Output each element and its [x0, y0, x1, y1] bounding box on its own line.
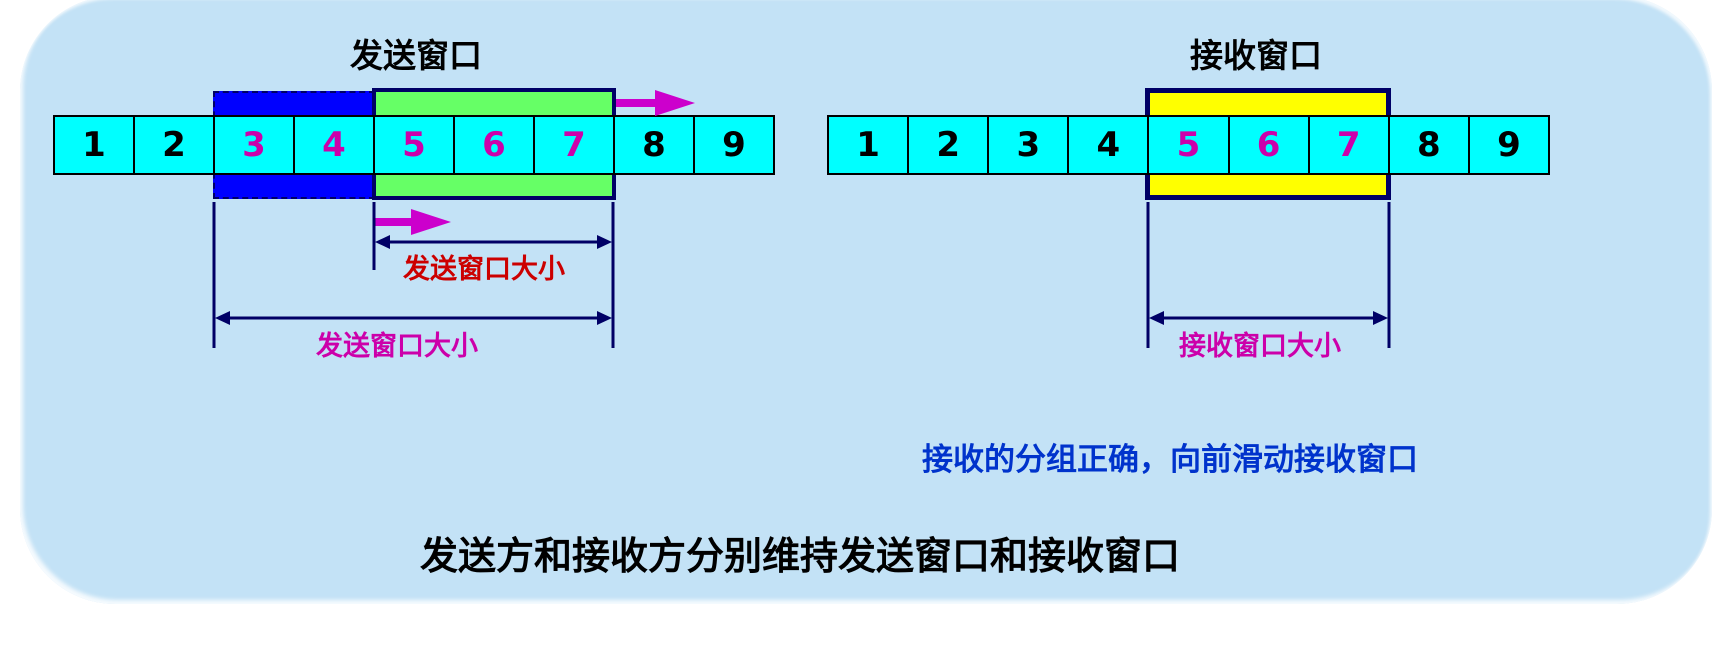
- receiver-cell-5: 5: [1149, 117, 1230, 173]
- old-send-window-size-label: 发送窗口大小: [316, 331, 478, 362]
- sender-sequence-strip: 1 2 3 4 5 6 7 8 9: [53, 115, 775, 175]
- receiver-cell-1: 1: [829, 117, 910, 173]
- receiver-cell-7: 7: [1310, 117, 1390, 173]
- slide-note: 接收的分组正确，向前滑动接收窗口: [922, 442, 1418, 478]
- sender-cell-5: 5: [375, 117, 455, 173]
- diagram-caption: 发送方和接收方分别维持发送窗口和接收窗口: [420, 534, 1181, 578]
- receiver-window-title: 接收窗口: [1190, 36, 1322, 75]
- receiver-cell-8: 8: [1390, 117, 1470, 173]
- receive-window-size-label: 接收窗口大小: [1179, 331, 1341, 362]
- receiver-cell-2: 2: [909, 117, 990, 173]
- sender-cell-9: 9: [722, 125, 746, 165]
- sender-cell-6: 6: [455, 117, 535, 173]
- receiver-sequence-strip: 1 2 3 4 5 6 7 8 9: [827, 115, 1550, 175]
- receiver-cell-4: 4: [1069, 117, 1150, 173]
- sender-cell-4: 4: [295, 117, 375, 173]
- sender-window-title: 发送窗口: [350, 36, 482, 75]
- sender-cell-2: 2: [135, 117, 215, 173]
- receiver-cell-9: 9: [1497, 125, 1521, 165]
- sender-cell-3: 3: [215, 117, 295, 173]
- new-send-window-size-label: 发送窗口大小: [403, 254, 565, 285]
- sender-cell-8: 8: [615, 117, 695, 173]
- sender-cell-7: 7: [535, 117, 615, 173]
- receiver-cell-3: 3: [989, 117, 1070, 173]
- sender-cell-1: 1: [55, 117, 135, 173]
- receiver-cell-6: 6: [1230, 117, 1310, 173]
